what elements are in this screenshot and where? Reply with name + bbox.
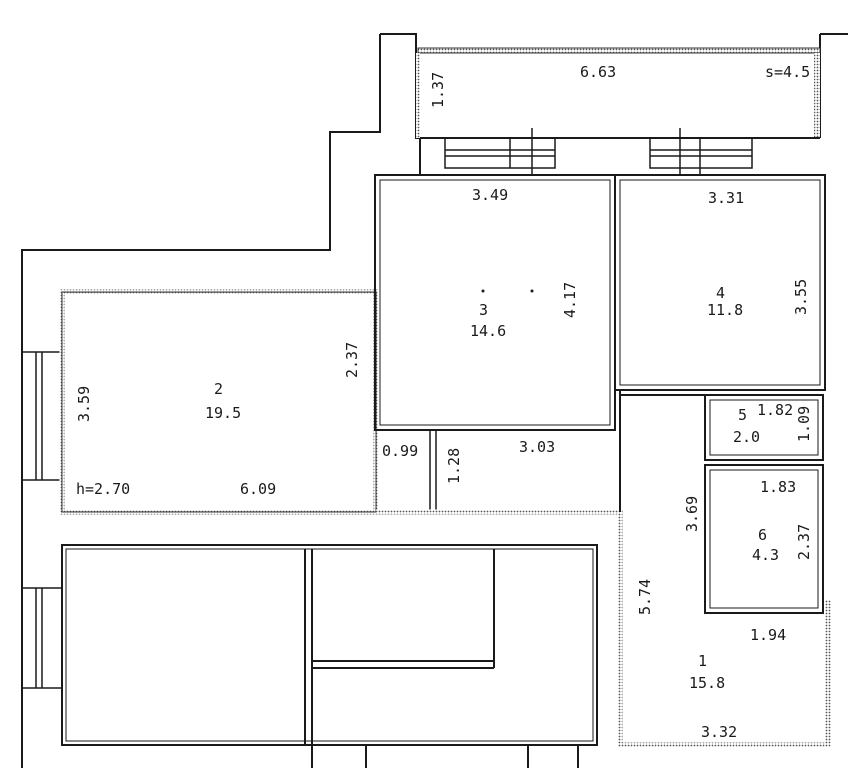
- balcony-length: 6.63: [580, 63, 616, 81]
- room6-width: 1.83: [760, 478, 796, 496]
- room4-height: 3.55: [792, 279, 810, 315]
- room4-width: 3.31: [708, 189, 744, 207]
- ceiling-height: h=2.70: [76, 480, 130, 498]
- passage-height: 1.28: [445, 448, 463, 484]
- room6-height: 2.37: [795, 524, 813, 560]
- hall-height: 5.74: [636, 579, 654, 615]
- top-windows: [444, 128, 753, 175]
- room2-width: 6.09: [240, 480, 276, 498]
- room6-area: 4.3: [752, 546, 779, 564]
- marker-dot: [530, 289, 534, 293]
- room1-number: 1: [698, 652, 707, 670]
- room2-number: 2: [214, 380, 223, 398]
- lower-rooms: [61, 544, 598, 768]
- hall-bottom: 3.32: [701, 723, 737, 741]
- room3-width: 3.49: [472, 186, 508, 204]
- room-6: [704, 464, 824, 614]
- room2-inner: 2.37: [343, 342, 361, 378]
- balcony-depth: 1.37: [429, 72, 447, 108]
- balcony: [416, 47, 821, 139]
- hall-mid: 1.94: [750, 626, 786, 644]
- left-windows: [21, 351, 63, 689]
- room5-area: 2.0: [733, 428, 760, 446]
- balcony-area: s=4.5: [765, 63, 810, 81]
- marker-dot: [481, 289, 485, 293]
- room-5: [704, 394, 824, 461]
- passage-width: 0.99: [382, 442, 418, 460]
- room6-side: 3.69: [683, 496, 701, 532]
- room4-number: 4: [716, 284, 725, 302]
- room5-width: 1.82: [757, 401, 793, 419]
- room3-number: 3: [479, 301, 488, 319]
- room4-area: 11.8: [707, 301, 743, 319]
- room-1: [376, 390, 831, 748]
- room5-number: 5: [738, 406, 747, 424]
- room1-area: 15.8: [689, 674, 725, 692]
- room-2: [59, 289, 379, 515]
- outer-walls: [21, 33, 848, 768]
- room6-number: 6: [758, 526, 767, 544]
- room5-height: 1.09: [795, 406, 813, 442]
- room2-area: 19.5: [205, 404, 241, 422]
- room3-area: 14.6: [470, 322, 506, 340]
- room2-height: 3.59: [75, 386, 93, 422]
- room-3: [374, 174, 616, 431]
- room-4: [614, 174, 826, 391]
- passage: [429, 430, 437, 512]
- room3-height: 4.17: [561, 282, 579, 318]
- room3-bottom: 3.03: [519, 438, 555, 456]
